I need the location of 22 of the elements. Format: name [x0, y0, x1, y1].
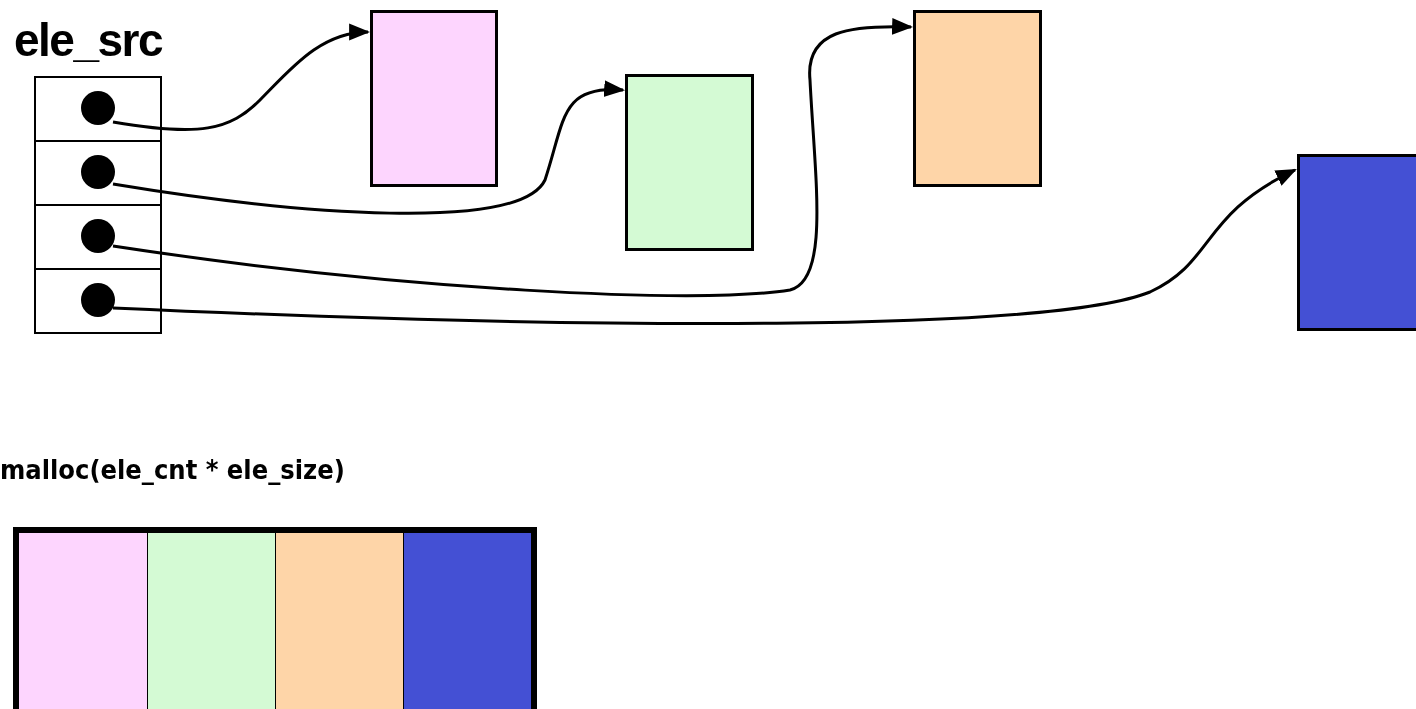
array-cell: [34, 268, 162, 334]
pointer-dot: [81, 155, 115, 189]
buffer-label: malloc(ele_cnt * ele_size): [0, 453, 346, 487]
arrow: [112, 81, 626, 215]
array-cell: [34, 140, 162, 206]
array-cell: [34, 76, 162, 142]
pointer-dot: [81, 91, 115, 125]
memory-block: [625, 74, 754, 251]
memory-block: [913, 10, 1042, 187]
arrow: [112, 168, 1297, 325]
arrow: [112, 18, 914, 298]
memory-block: [370, 10, 498, 187]
array-cell: [34, 204, 162, 270]
array-label: ele_src: [14, 13, 164, 68]
pointer-dot: [81, 219, 115, 253]
buffer-segment: [13, 527, 147, 709]
arrow: [112, 24, 371, 132]
buffer-segment: [147, 527, 275, 709]
pointer-dot: [81, 283, 115, 317]
memory-block: [1297, 154, 1416, 331]
buffer-segment: [275, 527, 403, 709]
buffer-segment: [403, 527, 537, 709]
